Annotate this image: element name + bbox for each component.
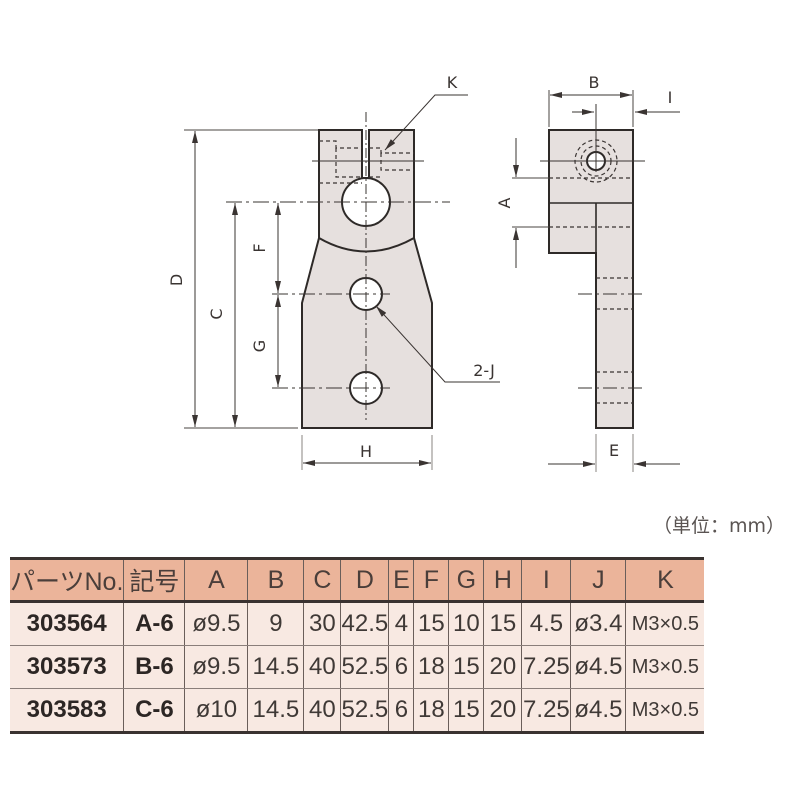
header-f: F (413, 558, 450, 603)
cell-symbol: A-6 (123, 601, 186, 646)
cell-g: 15 (448, 688, 485, 733)
cell-part-no: 303573 (10, 645, 125, 689)
dim-label-e: E (609, 441, 619, 460)
callout-k: K (447, 73, 458, 92)
dim-label-i: I (668, 88, 673, 107)
side-view: B I A E (495, 73, 680, 472)
dim-label-f: F (250, 243, 269, 252)
dim-label-b: B (589, 73, 600, 92)
spec-table: パーツNo. 記号 A B C D E F G H I J K 303564 A… (10, 557, 705, 734)
cell-j: ø3.4 (570, 601, 627, 646)
header-part-no: パーツNo. (10, 558, 125, 603)
cell-f: 15 (413, 601, 450, 646)
cell-g: 15 (448, 645, 485, 689)
header-symbol: 記号 (123, 558, 186, 603)
side-part-outline (548, 129, 634, 429)
table-header-row: パーツNo. 記号 A B C D E F G H I J K (10, 558, 705, 603)
cell-part-no: 303564 (10, 601, 125, 646)
cell-d: 42.5 (340, 601, 390, 646)
cell-k: M3×0.5 (625, 601, 705, 646)
technical-drawing: D C F G H K 2-J (167, 73, 680, 472)
header-i: I (521, 558, 572, 603)
dim-label-d: D (167, 274, 186, 286)
cell-d: 52.5 (340, 688, 390, 733)
cell-f: 18 (413, 688, 450, 733)
header-g: G (448, 558, 485, 603)
cell-part-no: 303583 (10, 688, 125, 733)
cell-d: 52.5 (340, 645, 390, 689)
header-h: H (483, 558, 523, 603)
header-c: C (303, 558, 342, 603)
header-j: J (570, 558, 627, 603)
cell-g: 10 (448, 601, 485, 646)
table-row: 303573 B-6 ø9.5 14.5 40 52.5 6 18 15 20 … (10, 645, 705, 689)
front-view: D C F G H K 2-J (167, 73, 500, 470)
cell-e: 6 (388, 645, 415, 689)
cell-j: ø4.5 (570, 688, 627, 733)
cell-i: 7.25 (521, 688, 572, 733)
cell-i: 4.5 (521, 601, 572, 646)
cell-j: ø4.5 (570, 645, 627, 689)
cell-f: 18 (413, 645, 450, 689)
cell-c: 40 (303, 688, 342, 733)
cell-e: 4 (388, 601, 415, 646)
cell-i: 7.25 (521, 645, 572, 689)
cell-b: 14.5 (247, 688, 305, 733)
cell-c: 40 (303, 645, 342, 689)
cell-symbol: B-6 (123, 645, 186, 689)
cell-b: 14.5 (247, 645, 305, 689)
header-e: E (388, 558, 415, 603)
table-row: 303564 A-6 ø9.5 9 30 42.5 4 15 10 15 4.5… (10, 601, 705, 646)
header-b: B (247, 558, 305, 603)
dim-label-h: H (360, 442, 372, 461)
header-a: A (184, 558, 249, 603)
cell-h: 20 (483, 645, 523, 689)
header-k: K (625, 558, 705, 603)
header-d: D (340, 558, 390, 603)
table-row: 303583 C-6 ø10 14.5 40 52.5 6 18 15 20 7… (10, 688, 705, 733)
callout-2j: 2-J (473, 361, 495, 380)
cell-a: ø10 (184, 688, 249, 733)
cell-a: ø9.5 (184, 601, 249, 646)
dim-label-c: C (207, 308, 226, 319)
cell-symbol: C-6 (123, 688, 186, 733)
cell-h: 15 (483, 601, 523, 646)
cell-c: 30 (303, 601, 342, 646)
cell-a: ø9.5 (184, 645, 249, 689)
dim-label-a: A (495, 197, 514, 208)
cell-k: M3×0.5 (625, 688, 705, 733)
unit-note: （単位：mm） (653, 515, 786, 537)
cell-h: 20 (483, 688, 523, 733)
cell-k: M3×0.5 (625, 645, 705, 689)
cell-b: 9 (247, 601, 305, 646)
dim-label-g: G (250, 340, 269, 352)
cell-e: 6 (388, 688, 415, 733)
